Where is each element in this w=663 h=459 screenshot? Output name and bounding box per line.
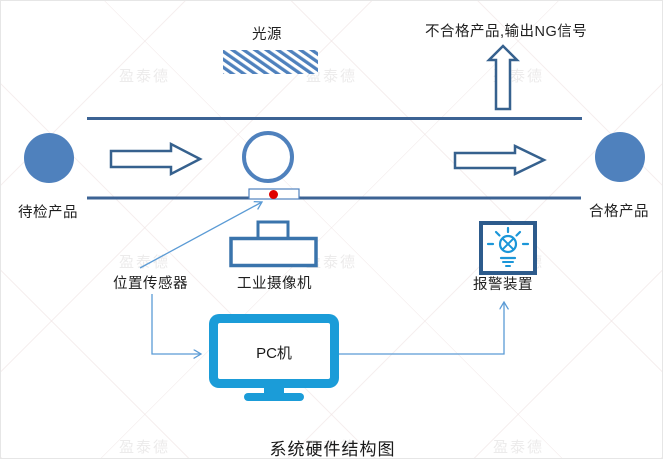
watermark: 盈泰德 — [306, 439, 358, 456]
position-sensor-label: 位置传感器 — [113, 276, 188, 292]
pc-label: PC机 — [256, 345, 292, 362]
incoming-product-circle — [24, 133, 74, 183]
flow-arrow-right — [453, 144, 547, 176]
flow-arrow-left — [109, 141, 203, 177]
watermark: 盈泰德 — [119, 254, 171, 271]
alarm-device-label: 报警装置 — [473, 277, 533, 293]
camera-body-shape — [229, 236, 318, 268]
industrial-camera-label: 工业摄像机 — [237, 276, 312, 292]
watermark: 盈泰德 — [493, 439, 545, 456]
camera-lens-shape — [256, 220, 290, 241]
watermark: 盈泰德 — [119, 439, 171, 456]
sensor-dot — [269, 190, 278, 199]
watermark: 盈泰德 — [119, 68, 171, 85]
pc-monitor-base — [244, 393, 304, 401]
pc-monitor-screen — [218, 323, 330, 379]
ng-up-arrow — [485, 44, 521, 111]
light-source-label: 光源 — [252, 27, 282, 43]
incoming-product-label: 待检产品 — [18, 205, 78, 221]
ng-output-label: 不合格产品,输出NG信号 — [425, 24, 588, 40]
pc-to-alarm-connector — [339, 302, 504, 355]
inspected-product-circle — [242, 131, 294, 183]
sensor-pointer-arrow — [139, 202, 262, 269]
sensor-to-pc-connector — [151, 294, 201, 354]
qualified-product-circle — [595, 132, 645, 182]
alarm-bulb-icon — [486, 226, 530, 267]
qualified-product-label: 合格产品 — [589, 204, 649, 220]
watermark: 盈泰德 — [306, 68, 358, 85]
diagram-title: 系统硬件结构图 — [269, 440, 396, 459]
pc-monitor-neck — [264, 388, 284, 395]
watermark: 盈泰德 — [306, 254, 358, 271]
light-source-shape — [223, 50, 318, 74]
